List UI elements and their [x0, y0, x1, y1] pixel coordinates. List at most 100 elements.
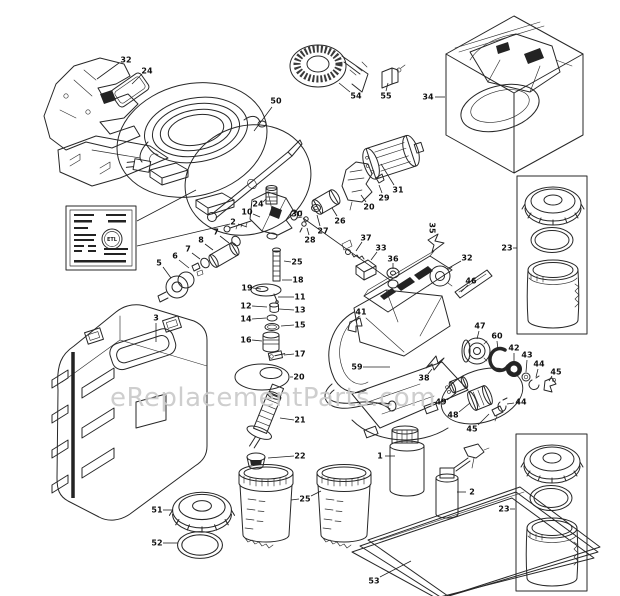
part-label-22: 22 — [294, 452, 305, 461]
switch-parts — [341, 239, 365, 260]
part-label-53: 53 — [368, 577, 379, 586]
part-label-25: 25 — [291, 258, 303, 267]
switch-block — [355, 259, 377, 281]
leader-line — [506, 402, 515, 405]
part-label-2: 2 — [469, 488, 475, 497]
cap-gasket — [176, 531, 224, 559]
part-label-35: 35 — [428, 222, 437, 234]
leader-line — [262, 198, 267, 203]
bracket-screw — [543, 377, 557, 393]
strap-coil — [289, 44, 369, 93]
plastic-sheets — [351, 486, 601, 596]
watermark: eReplacementParts.com — [110, 383, 437, 413]
part-label-5: 5 — [156, 259, 162, 268]
leader-line — [252, 213, 261, 218]
leader-line — [306, 227, 310, 236]
leader-line — [131, 73, 143, 85]
part-label-54: 54 — [350, 92, 362, 101]
part-label-42: 42 — [508, 344, 519, 353]
part-label-7: 7 — [213, 228, 219, 237]
part-label-13: 13 — [294, 306, 305, 315]
measuring-container-a — [238, 464, 294, 549]
container-kit-top — [516, 175, 588, 335]
body-clip — [347, 317, 363, 333]
bottle — [389, 425, 425, 497]
leader-line — [204, 243, 214, 251]
washer-small — [521, 372, 531, 382]
leader-line — [178, 259, 190, 269]
packaging-box — [445, 15, 584, 174]
part-label-45: 45 — [466, 425, 478, 434]
leader-line — [253, 106, 273, 132]
part-label-20: 20 — [293, 373, 305, 382]
leader-line — [280, 324, 295, 327]
suction-tube — [246, 383, 285, 449]
head-nut — [265, 185, 278, 205]
part-label-7: 7 — [185, 245, 191, 254]
nozzle-parts-chain — [157, 235, 241, 303]
leader-line — [535, 368, 539, 378]
roller-plate — [440, 367, 524, 425]
part-label-24: 24 — [141, 67, 153, 76]
part-label-55: 55 — [380, 92, 392, 101]
leader-line — [355, 241, 363, 252]
leader-line — [237, 223, 248, 228]
leader-line — [458, 402, 471, 413]
arrow-part-38 — [425, 355, 445, 371]
valve-stack — [234, 247, 290, 391]
leader-line — [370, 251, 378, 261]
motor-clip — [375, 173, 385, 184]
rubber-ring — [506, 361, 522, 377]
part-label-11: 11 — [294, 293, 306, 302]
leader-line — [331, 207, 338, 217]
part-label-24: 24 — [252, 200, 264, 209]
leader-line — [427, 368, 433, 375]
drain-hose — [324, 383, 397, 412]
part-label-60: 60 — [491, 332, 503, 341]
part-label-6: 6 — [172, 252, 178, 261]
part-label-45: 45 — [550, 368, 562, 377]
part-label-12: 12 — [240, 302, 251, 311]
motor — [362, 134, 425, 180]
leader-line — [460, 284, 469, 293]
foam-pad — [110, 72, 150, 108]
part-label-23: 23 — [501, 244, 512, 253]
bearing-cup — [311, 189, 341, 215]
part-label-30: 30 — [291, 210, 303, 219]
part-label-10: 10 — [241, 208, 253, 217]
part-label-2: 2 — [230, 218, 236, 227]
leader-line — [379, 560, 412, 578]
boxed-sprayer-sketch — [460, 33, 573, 133]
retainer-clip — [528, 375, 540, 391]
part-label-59: 59 — [351, 363, 363, 372]
leader-line — [378, 184, 383, 194]
part-label-26: 26 — [334, 217, 346, 226]
part-label-43: 43 — [521, 351, 532, 360]
measuring-container-b — [316, 464, 372, 549]
container-cap — [168, 491, 236, 533]
part-label-36: 36 — [387, 255, 399, 264]
leader-line — [191, 252, 201, 260]
leader-line — [355, 315, 360, 323]
filter-cup — [246, 452, 266, 470]
part-label-48: 48 — [447, 411, 459, 420]
leader-line — [162, 266, 172, 279]
spray-wand — [207, 139, 303, 222]
part-label-52: 52 — [151, 539, 162, 548]
part-label-27: 27 — [317, 227, 328, 236]
part-label-41: 41 — [355, 308, 367, 317]
leader-line — [385, 82, 389, 92]
part-label-49: 49 — [435, 398, 447, 407]
seal-ring — [311, 204, 321, 212]
part-label-29: 29 — [378, 194, 390, 203]
leader-line — [252, 287, 262, 290]
container-kit-bottom — [515, 433, 588, 592]
part-label-31: 31 — [392, 186, 404, 195]
leader-line — [446, 260, 462, 270]
part-label-17: 17 — [294, 350, 305, 359]
leader-line — [290, 498, 300, 501]
horseshoe-clip — [488, 346, 510, 373]
leader-line — [525, 359, 528, 373]
part-label-51: 51 — [151, 506, 163, 515]
